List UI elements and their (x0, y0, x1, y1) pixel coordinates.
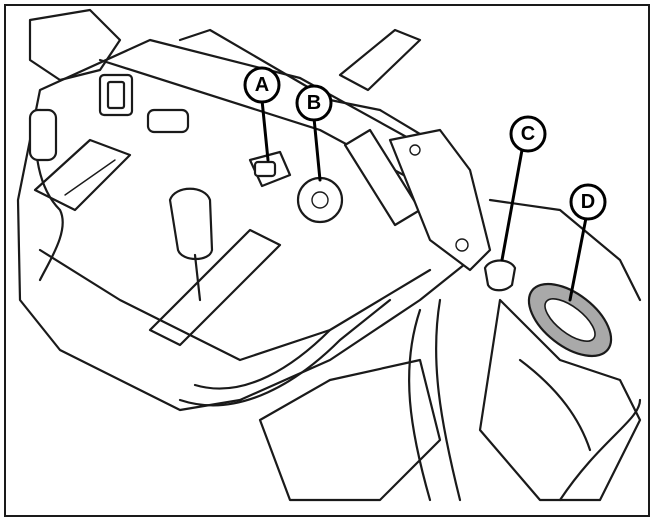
lower-handle-loop (178, 298, 392, 407)
upper-right-body (488, 198, 642, 302)
throttle-shaft (193, 253, 202, 302)
callout-b-label: B (307, 92, 321, 114)
center-cable-1 (434, 298, 462, 502)
callout-d-label: D (581, 191, 595, 213)
lower-handle-loop-inner (193, 328, 332, 390)
center-cable-2 (408, 308, 432, 502)
pivot-bolt (409, 144, 421, 156)
callout-d: D (568, 183, 607, 302)
top-handle (338, 28, 422, 92)
gear-segment (518, 358, 592, 452)
key (253, 160, 277, 178)
knob (483, 259, 517, 292)
slot-arrow (64, 159, 116, 196)
pivot-bolt-2 (455, 238, 469, 252)
round-dial-center (311, 191, 329, 209)
quadrant-bracket (388, 128, 492, 272)
callout-c: C (500, 115, 547, 262)
upper-left-bracket (28, 8, 122, 82)
engine-block (258, 358, 442, 502)
rocker-switch-inner (106, 80, 126, 110)
callout-b: B (295, 84, 333, 182)
callout-a-label: A (255, 74, 269, 96)
left-grip (28, 108, 58, 162)
panel-front-edge (38, 248, 432, 362)
callout-c-label: C (521, 123, 535, 145)
right-plate (478, 298, 642, 502)
throttle-slot (148, 228, 282, 347)
indicator-slot (146, 108, 190, 134)
left-lever-slot (33, 138, 132, 212)
callout-a: A (243, 66, 281, 162)
throttle-lever (168, 187, 214, 261)
lower-right-arc (558, 398, 642, 502)
highlighted-ring (527, 282, 613, 358)
